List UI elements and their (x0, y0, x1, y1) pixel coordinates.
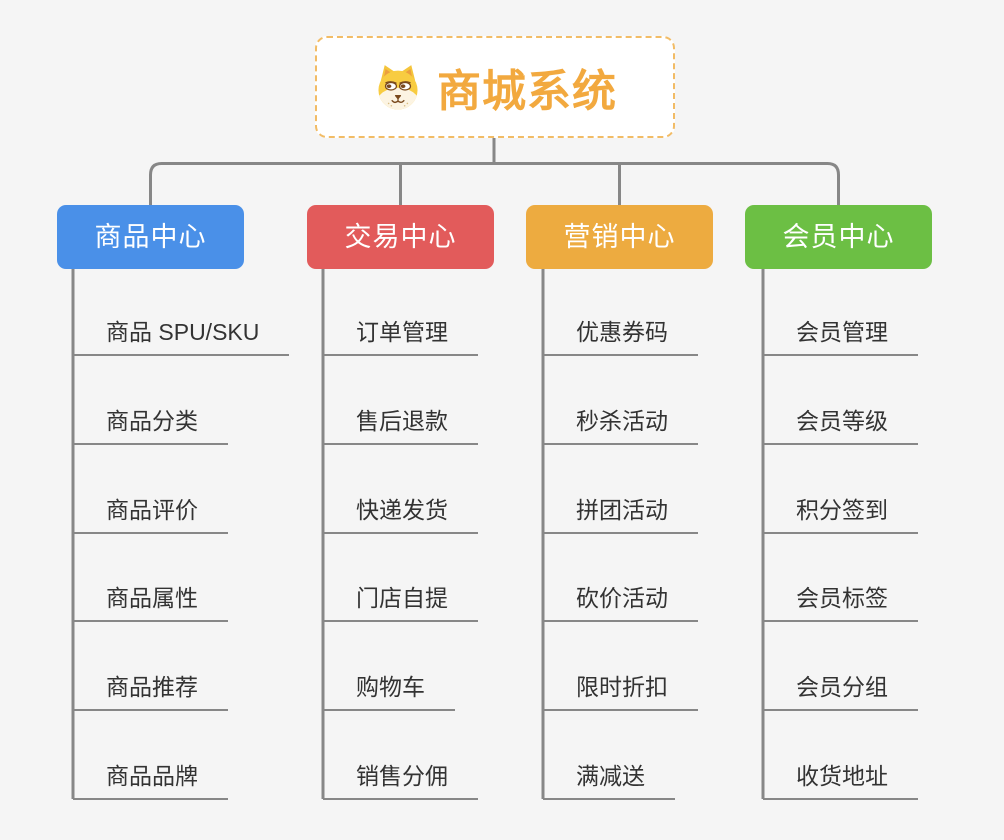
leaf-item[interactable]: 商品属性 (73, 584, 228, 622)
branch-member-center[interactable]: 会员中心 (745, 205, 932, 269)
leaf-item[interactable]: 收货地址 (763, 762, 918, 800)
leaf-item[interactable]: 砍价活动 (543, 584, 698, 622)
leaf-item[interactable]: 商品评价 (73, 496, 228, 534)
leaf-item[interactable]: 满减送 (543, 762, 675, 800)
branch-trade-center[interactable]: 交易中心 (307, 205, 494, 269)
leaf-item[interactable]: 门店自提 (323, 584, 478, 622)
leaf-item[interactable]: 会员等级 (763, 407, 918, 445)
leaf-item[interactable]: 购物车 (323, 673, 455, 711)
leaf-item[interactable]: 会员分组 (763, 673, 918, 711)
shiba-dog-icon (378, 65, 418, 110)
leaf-item[interactable]: 积分签到 (763, 496, 918, 534)
leaf-item[interactable]: 优惠券码 (543, 318, 698, 356)
branch-marketing-center[interactable]: 营销中心 (526, 205, 713, 269)
leaf-item[interactable]: 商品品牌 (73, 762, 228, 800)
branch-product-center[interactable]: 商品中心 (57, 205, 244, 269)
leaf-item[interactable]: 售后退款 (323, 407, 478, 445)
leaf-item[interactable]: 拼团活动 (543, 496, 698, 534)
root-title: 商城系统 (437, 67, 617, 116)
leaf-item[interactable]: 秒杀活动 (543, 407, 698, 445)
root-node[interactable]: 商城系统 (315, 36, 675, 138)
leaf-item[interactable]: 商品分类 (73, 407, 228, 445)
leaf-item[interactable]: 会员管理 (763, 318, 918, 356)
leaf-item[interactable]: 会员标签 (763, 584, 918, 622)
leaf-item[interactable]: 销售分佣 (323, 762, 478, 800)
leaf-item[interactable]: 商品 SPU/SKU (73, 318, 290, 356)
leaf-item[interactable]: 订单管理 (323, 318, 478, 356)
leaf-item[interactable]: 商品推荐 (73, 673, 228, 711)
leaf-item[interactable]: 限时折扣 (543, 673, 698, 711)
leaf-item[interactable]: 快递发货 (323, 496, 478, 534)
